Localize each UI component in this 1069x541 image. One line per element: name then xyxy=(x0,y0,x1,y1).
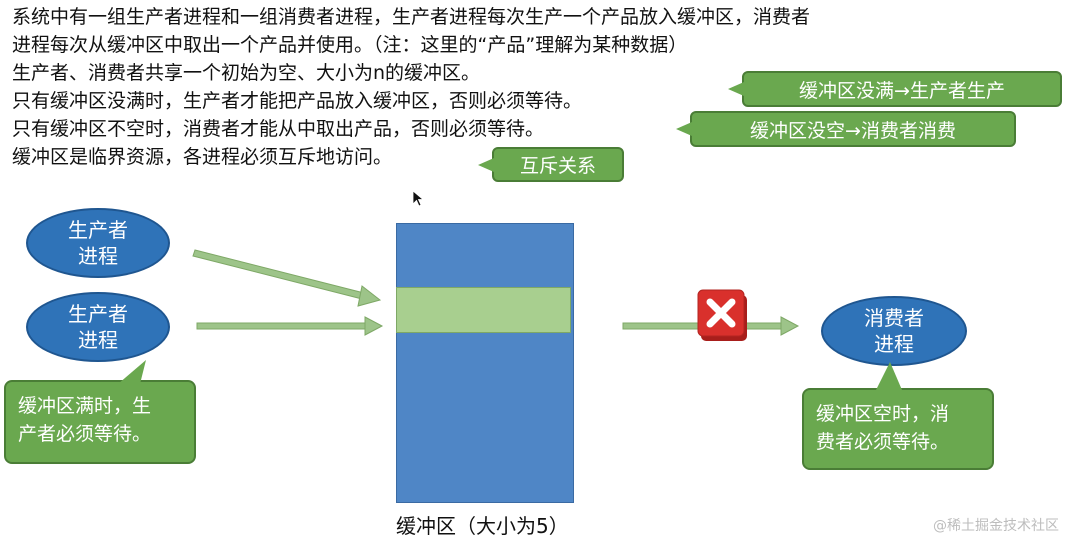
producer-2-arrow-shaft xyxy=(196,322,366,330)
buffer-caption: 缓冲区（大小为5） xyxy=(396,514,569,538)
producer-1-arrowhead xyxy=(357,285,382,307)
producer-1-label-line1: 生产者 xyxy=(68,218,128,242)
callout-not-full: 缓冲区没满→生产者生产 xyxy=(742,71,1062,107)
producer-1-arrow xyxy=(192,249,369,301)
note-producer-line2: 产者必须等待。 xyxy=(18,423,152,445)
intro-line-6: 缓冲区是临界资源，各进程必须互斥地访问。 xyxy=(12,146,393,168)
buffer-slot-filled xyxy=(396,287,571,333)
producer-process-1: 生产者 进程 xyxy=(26,208,170,278)
watermark: @稀土掘金技术社区 xyxy=(933,518,1059,534)
producer-2-label-line1: 生产者 xyxy=(68,302,128,326)
intro-line-3: 生产者、消费者共享一个初始为空、大小为n的缓冲区。 xyxy=(12,62,481,84)
note-consumer-line2: 费者必须等待。 xyxy=(816,431,950,453)
producer-2-label-line2: 进程 xyxy=(78,328,118,352)
buffer-block xyxy=(396,223,574,503)
producer-process-2: 生产者 进程 xyxy=(26,292,170,362)
intro-line-5: 只有缓冲区不空时，消费者才能从中取出产品，否则必须等待。 xyxy=(12,118,545,140)
consumer-label-line2: 进程 xyxy=(874,332,914,356)
note-consumer-line1: 缓冲区空时，消 xyxy=(816,403,950,425)
mouse-cursor-icon xyxy=(412,190,424,207)
intro-line-1: 系统中有一组生产者进程和一组消费者进程，生产者进程每次生产一个产品放入缓冲区，消… xyxy=(12,6,811,28)
note-consumer-tail xyxy=(876,362,902,390)
note-consumer-wait: 缓冲区空时，消 费者必须等待。 xyxy=(802,388,994,470)
intro-line-4: 只有缓冲区没满时，生产者才能把产品放入缓冲区，否则必须等待。 xyxy=(12,90,583,112)
callout-not-empty: 缓冲区没空→消费者消费 xyxy=(690,111,1016,147)
consumer-label-line1: 消费者 xyxy=(864,306,924,330)
callout-mutex: 互斥关系 xyxy=(492,147,624,182)
blocked-cross-icon xyxy=(697,289,747,341)
note-producer-line1: 缓冲区满时，生 xyxy=(18,395,152,417)
intro-line-2: 进程每次从缓冲区中取出一个产品并使用。（注：这里的“产品”理解为某种数据） xyxy=(12,34,688,56)
note-producer-wait: 缓冲区满时，生 产者必须等待。 xyxy=(4,380,196,464)
consumer-arrowhead xyxy=(780,316,800,336)
consumer-process: 消费者 进程 xyxy=(821,296,967,366)
producer-1-label-line2: 进程 xyxy=(78,244,118,268)
producer-2-arrowhead xyxy=(364,316,384,336)
note-producer-tail xyxy=(118,360,146,384)
